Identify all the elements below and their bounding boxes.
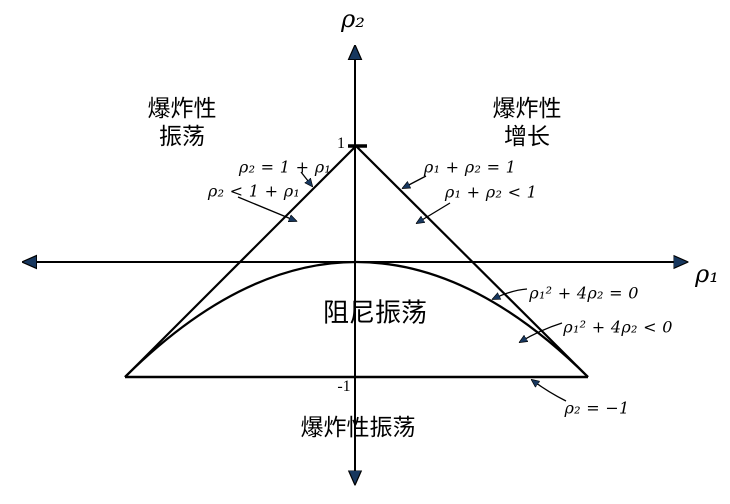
- arrow-parabola-region-ineq-upper: [417, 202, 451, 223]
- right-boundary-equation: ρ₁ + ρ₂ = 1: [423, 157, 517, 177]
- parabola-equation: ρ₁² + 4ρ₂ = 0: [529, 283, 639, 303]
- arrow-left-region-ineq: [237, 196, 296, 221]
- arrow-parabola-region-ineq: [520, 322, 563, 342]
- arrow-left-boundary-eq: [300, 171, 312, 186]
- region-explosive-oscillation-top-left: 爆炸性 振荡: [148, 95, 217, 151]
- region-explosive-growth-top-right: 爆炸性 增长: [493, 95, 562, 151]
- triangle-left-edge: [124, 145, 357, 378]
- region-top-left-line2: 振荡: [159, 124, 205, 149]
- y-tick-negative-label: -1: [337, 378, 351, 395]
- parabola-region-inequality: ρ₁² + 4ρ₂ < 0: [563, 317, 673, 337]
- right-region-inequality: ρ₁ + ρ₂ < 1: [444, 182, 538, 202]
- arrow-bottom-boundary-eq: [532, 380, 567, 402]
- arrow-parabola-eq: [493, 288, 528, 299]
- region-damped-oscillation: 阻尼振荡: [322, 298, 428, 328]
- arrow-right-boundary-eq: [403, 175, 427, 188]
- y-tick-positive-label: 1: [337, 135, 345, 152]
- parabola-curve: [124, 261, 589, 378]
- bottom-boundary-equation: ρ₂ = −1: [564, 398, 630, 418]
- left-region-inequality: ρ₂ < 1 + ρ₁: [207, 181, 301, 201]
- y-axis-label: ρ₂: [341, 5, 365, 33]
- region-top-left-line1: 爆炸性: [147, 96, 217, 121]
- triangle-right-edge: [355, 145, 589, 378]
- region-top-right-line2: 增长: [504, 124, 550, 149]
- region-top-right-line1: 爆炸性: [492, 96, 562, 121]
- region-explosive-oscillation-bottom: 爆炸性振荡: [300, 415, 416, 440]
- left-boundary-equation: ρ₂ = 1 + ρ₁: [238, 157, 332, 177]
- x-axis-label: ρ₁: [695, 260, 719, 288]
